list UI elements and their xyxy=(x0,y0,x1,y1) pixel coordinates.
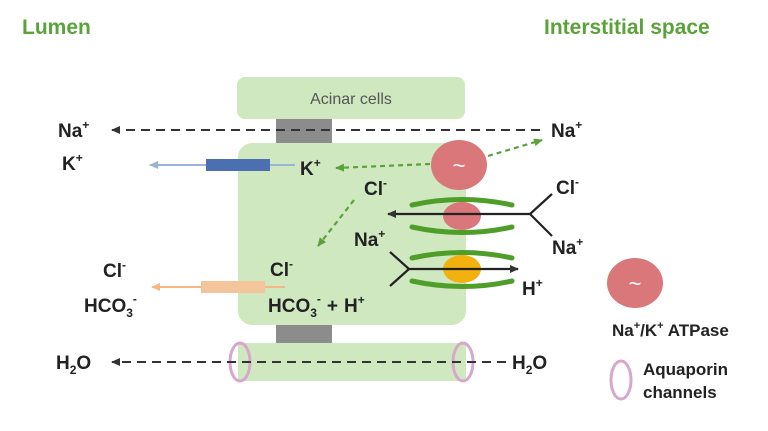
legend-aquaporin-line2: channels xyxy=(643,383,717,402)
nhe-branch-h xyxy=(389,268,410,287)
legend-atpase-label: Na+/K+ ATPase xyxy=(612,320,729,340)
k-cell-label: K+ xyxy=(300,156,321,180)
acinar-cells-label: Acinar cells xyxy=(310,91,392,108)
nkcc-branch-na xyxy=(529,213,553,237)
cl-interstitial-label: Cl- xyxy=(556,175,579,199)
k-lumen-label: K+ xyxy=(62,151,83,175)
legend-aquaporin-icon xyxy=(609,359,633,401)
nkcc-branch-cl xyxy=(529,193,553,215)
pump-symbol: ~ xyxy=(453,153,466,178)
cl-lumen-label: Cl- xyxy=(103,258,126,282)
cl-cell-top-label: Cl- xyxy=(364,176,387,200)
k-channel xyxy=(206,159,270,171)
k-pump-arrow xyxy=(335,162,431,172)
nkcc-green-bottom xyxy=(409,224,515,235)
nhe-branch-na xyxy=(389,251,410,270)
na-interstitial-low-label: Na+ xyxy=(552,235,583,259)
duct-cell xyxy=(238,143,466,325)
na-pump-arrow xyxy=(487,138,543,158)
legend-pump-symbol: ~ xyxy=(629,271,642,296)
hco3-cell-label: HCO3-+H+ xyxy=(268,292,365,320)
h2o-interstitial-label: H2O xyxy=(512,353,547,377)
legend-atpase-icon xyxy=(607,258,663,308)
na-lumen-label: Na+ xyxy=(58,118,89,142)
nhe-green-top xyxy=(409,250,515,261)
hco3-lumen-label: HCO3- xyxy=(84,292,137,320)
nhe-green-bottom xyxy=(409,278,515,289)
cl-cell-mid-label: Cl- xyxy=(270,257,293,281)
h-interstitial-label: H+ xyxy=(522,276,543,300)
legend-aquaporin-line1: Aquaporin xyxy=(643,360,728,379)
cl-diffusion-arrow xyxy=(317,199,355,247)
h2o-lumen-label: H2O xyxy=(56,353,91,377)
na-k-atpase-pump xyxy=(431,140,487,190)
cl-hco3-channel xyxy=(201,281,265,293)
acinar-cells-box xyxy=(237,77,465,119)
na-cell-label: Na+ xyxy=(354,227,385,251)
lumen-header: Lumen xyxy=(22,16,91,39)
nkcc-green-top xyxy=(409,197,515,208)
tight-junction-bottom xyxy=(276,325,332,343)
interstitial-header: Interstitial space xyxy=(544,16,710,39)
na-interstitial-label: Na+ xyxy=(551,118,582,142)
nkcc-core xyxy=(443,202,481,230)
